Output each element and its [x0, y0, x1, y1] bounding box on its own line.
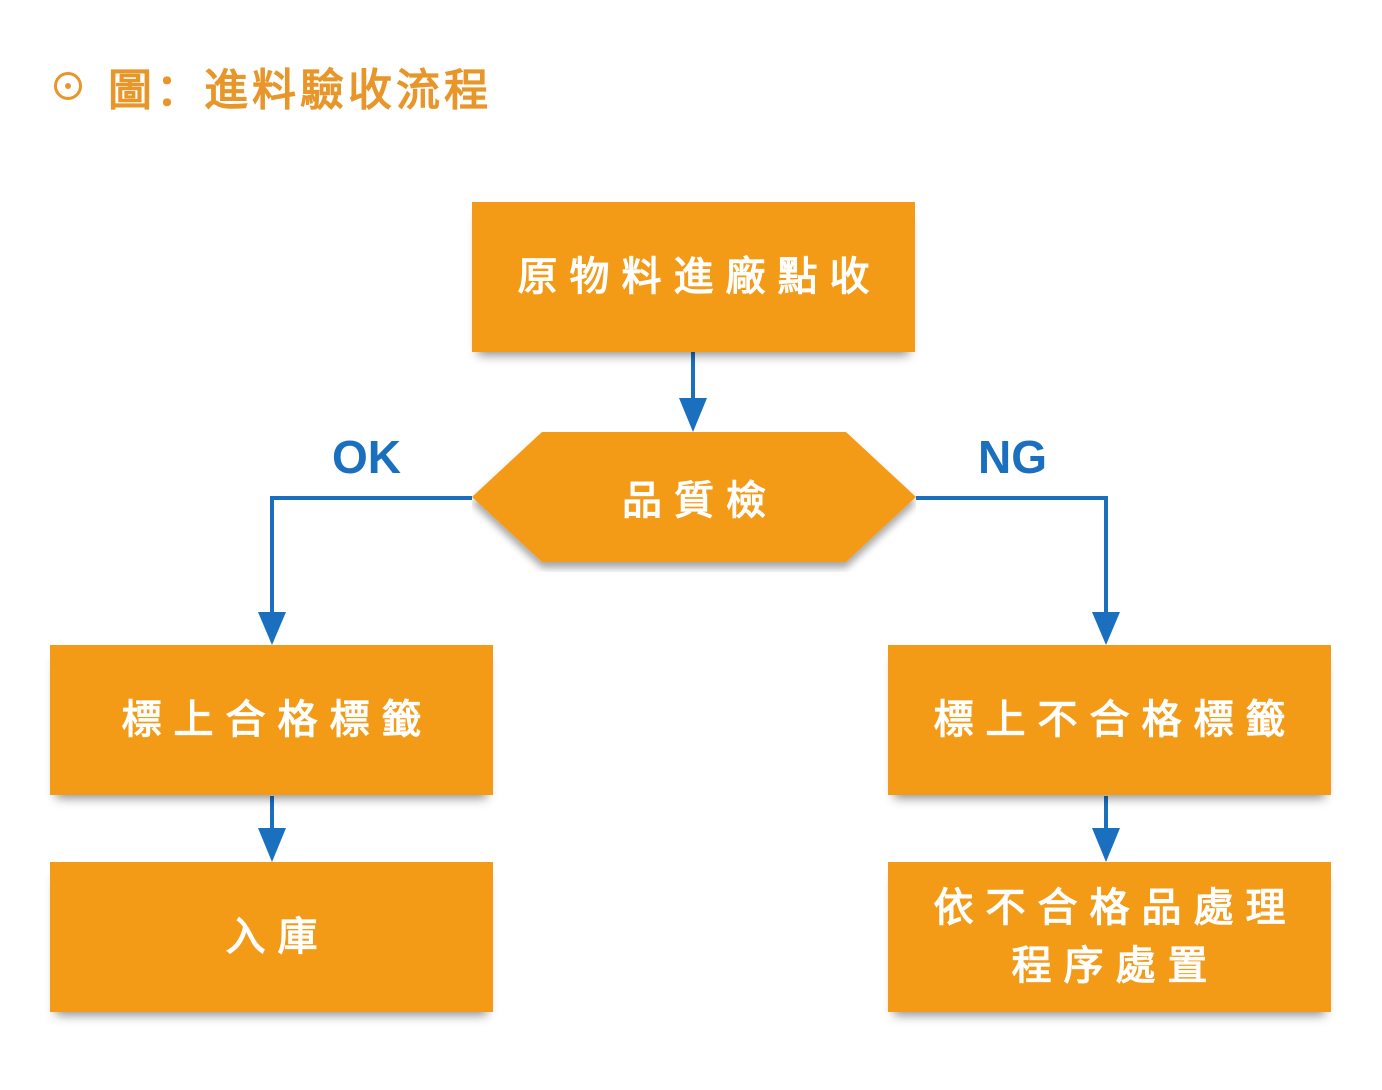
node-ok-end-label: 入庫 [225, 914, 330, 960]
decision-shape [472, 432, 916, 562]
node-ok-step: 標上合格標籤 [50, 645, 493, 795]
branch-label-ok: OK [332, 431, 401, 483]
arrowhead-icon [1092, 828, 1120, 862]
node-ok-end: 入庫 [50, 862, 493, 1012]
node-decision-label: 品質檢 [622, 478, 778, 524]
node-ng-end-label-line1: 依不合格品處理 [933, 885, 1298, 931]
node-ng-step: 標上不合格標籤 [888, 645, 1331, 795]
arrowhead-icon [1092, 612, 1120, 645]
node-start-label: 原物料進廠點收 [517, 254, 882, 300]
branch-label-ng: NG [978, 431, 1047, 483]
node-start: 原物料進廠點收 [472, 202, 915, 352]
node-ok-step-label: 標上合格標籤 [121, 697, 434, 743]
node-ng-end-label-line2: 程序處置 [1011, 943, 1220, 989]
arrowhead-icon [258, 828, 286, 862]
connector-decision-to-ok [270, 496, 472, 618]
node-decision: 品質檢 [472, 432, 916, 562]
arrowhead-icon [679, 398, 707, 432]
arrowhead-icon [258, 612, 286, 645]
title-text: 圖：進料驗收流程 [108, 65, 492, 116]
node-ng-end: 依不合格品處理 程序處置 [888, 862, 1331, 1012]
circled-dot-icon [54, 72, 82, 100]
node-ng-step-label: 標上不合格標籤 [933, 697, 1298, 743]
connector-decision-to-ng [916, 496, 1108, 618]
page-title: 圖：進料驗收流程 [54, 54, 492, 118]
